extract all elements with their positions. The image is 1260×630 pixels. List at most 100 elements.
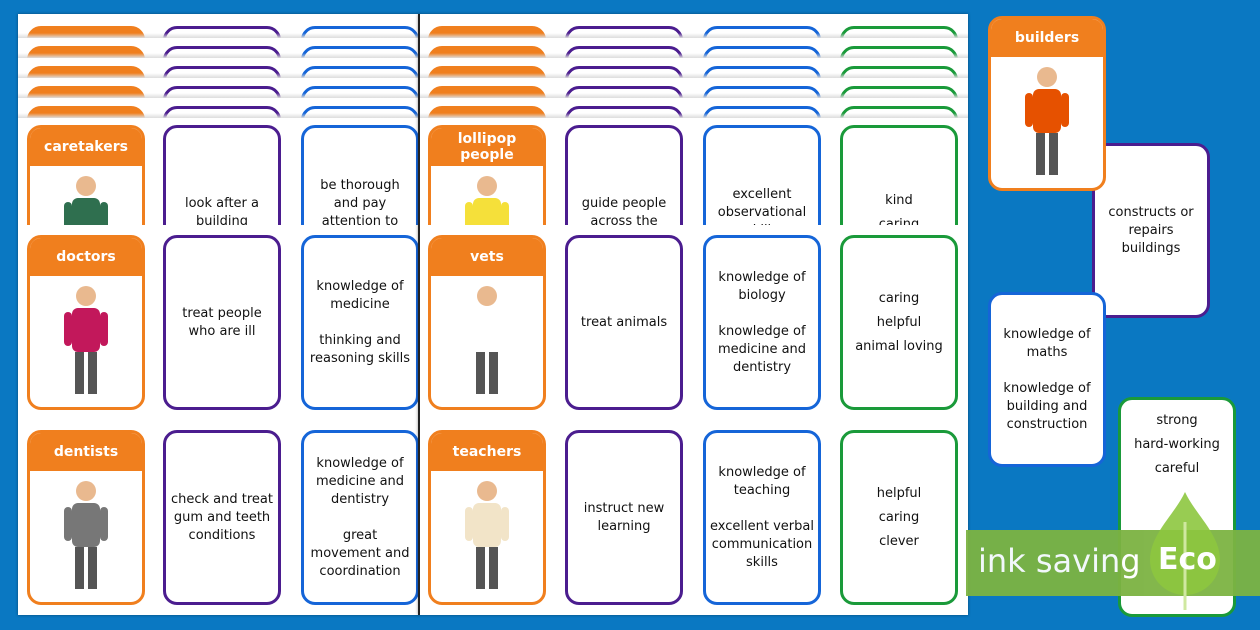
duty-card[interactable]: treat people who are ill [163,235,281,410]
skills-card[interactable]: knowledge of maths knowledge of building … [988,292,1106,467]
stacked-card [301,106,419,118]
duty-card[interactable]: guide people across the [565,125,683,225]
stacked-card [163,86,281,98]
stacked-card [840,66,958,78]
stacked-card [301,86,419,98]
stacked-card [27,66,145,78]
card-text: hard-working [1134,437,1220,452]
card-text: constructs or repairs buildings [1108,204,1194,256]
stacked-card [301,66,419,78]
stacked-card [565,86,683,98]
card-text: clever [879,533,919,549]
skills-card[interactable]: excellent observational skills [703,125,821,225]
job-card[interactable]: doctors [27,235,145,410]
stacked-card [840,86,958,98]
card-text: caring [878,290,920,306]
stacked-card-row [420,26,968,38]
eco-badge: Eco [1158,542,1217,577]
stacked-card [703,86,821,98]
job-title: dentists [30,433,142,471]
duty-card[interactable]: treat animals [565,235,683,410]
stacked-card [565,106,683,118]
stacked-card-row [18,26,419,38]
card-row: teachers instruct new learning knowledge o… [420,430,968,615]
job-title: builders [991,19,1103,57]
card-text: helpful [876,314,922,330]
stacked-card [428,106,546,118]
stacked-card [27,106,145,118]
job-card[interactable]: caretakers [27,125,145,225]
stacked-card [301,26,419,38]
leaf-icon [1150,492,1220,610]
stacked-card [27,26,145,38]
card-text: excellent verbal communication skills [710,518,814,570]
stacked-card [565,26,683,38]
person-illustration [1025,66,1069,175]
skills-card[interactable]: knowledge of medicine thinking and reason… [301,235,419,410]
card-text: helpful [876,485,922,501]
job-title: doctors [30,238,142,276]
duty-card[interactable]: check and treat gum and teeth conditions [163,430,281,605]
worksheet-right: lollipop people guide people across the ex… [418,14,968,615]
stacked-card-row [18,86,419,98]
card-text: treat people who are ill [182,305,262,339]
card-text: knowledge of maths [1003,326,1091,360]
card-text: knowledge of building and construction [1003,380,1091,432]
stacked-card [703,26,821,38]
card-row: caretakers look after a building be thorou… [18,125,419,225]
stacked-card-row [18,106,419,118]
job-title: caretakers [30,128,142,166]
stacked-card-row [420,106,968,118]
worksheet-left: caretakers look after a building be thorou… [18,14,419,615]
card-text: caring [878,509,920,525]
card-text: knowledge of medicine and dentistry [315,455,405,507]
card-text: knowledge of medicine [316,278,404,312]
duty-card[interactable]: look after a building [163,125,281,225]
stacked-card-row [18,46,419,58]
person-illustration [64,175,108,225]
stacked-card [840,106,958,118]
card-text: guide people across the [581,195,667,226]
card-text: be thorough and pay attention to detail [320,177,400,226]
job-card[interactable]: vets [428,235,546,410]
stacked-card [27,46,145,58]
card-text: knowledge of medicine and dentistry [717,323,807,375]
stacked-card [703,106,821,118]
person-illustration [465,285,509,394]
person-illustration [64,480,108,589]
duty-card[interactable]: constructs or repairs buildings [1092,143,1210,318]
person-illustration [465,480,509,589]
job-card[interactable]: lollipop people [428,125,546,225]
stacked-card [703,46,821,58]
stacked-card [428,26,546,38]
job-card[interactable]: dentists [27,430,145,605]
card-text: instruct new learning [583,500,665,534]
banner-text: ink saving [978,542,1141,580]
card-text: strong [1156,413,1198,428]
stacked-card [428,86,546,98]
stacked-card [301,46,419,58]
stacked-card [163,26,281,38]
card-text: thinking and reasoning skills [309,332,411,366]
duty-card[interactable]: instruct new learning [565,430,683,605]
job-card[interactable]: teachers [428,430,546,605]
stacked-card [163,66,281,78]
card-row: doctors treat people who are ill knowledge… [18,235,419,430]
card-text: animal loving [855,338,943,354]
skills-card[interactable]: be thorough and pay attention to detail [301,125,419,225]
stacked-card [428,46,546,58]
stacked-card [565,66,683,78]
card-text: knowledge of teaching [718,464,806,498]
stacked-card [840,46,958,58]
stacked-card [565,46,683,58]
skills-card[interactable]: knowledge of teaching excellent verbal co… [703,430,821,605]
card-text: careful [1154,461,1200,476]
job-card[interactable]: builders [988,16,1106,191]
qualities-card[interactable]: helpful caring clever [840,430,958,605]
qualities-card[interactable]: caring helpful animal loving [840,235,958,410]
card-text: excellent observational skills [717,186,807,226]
